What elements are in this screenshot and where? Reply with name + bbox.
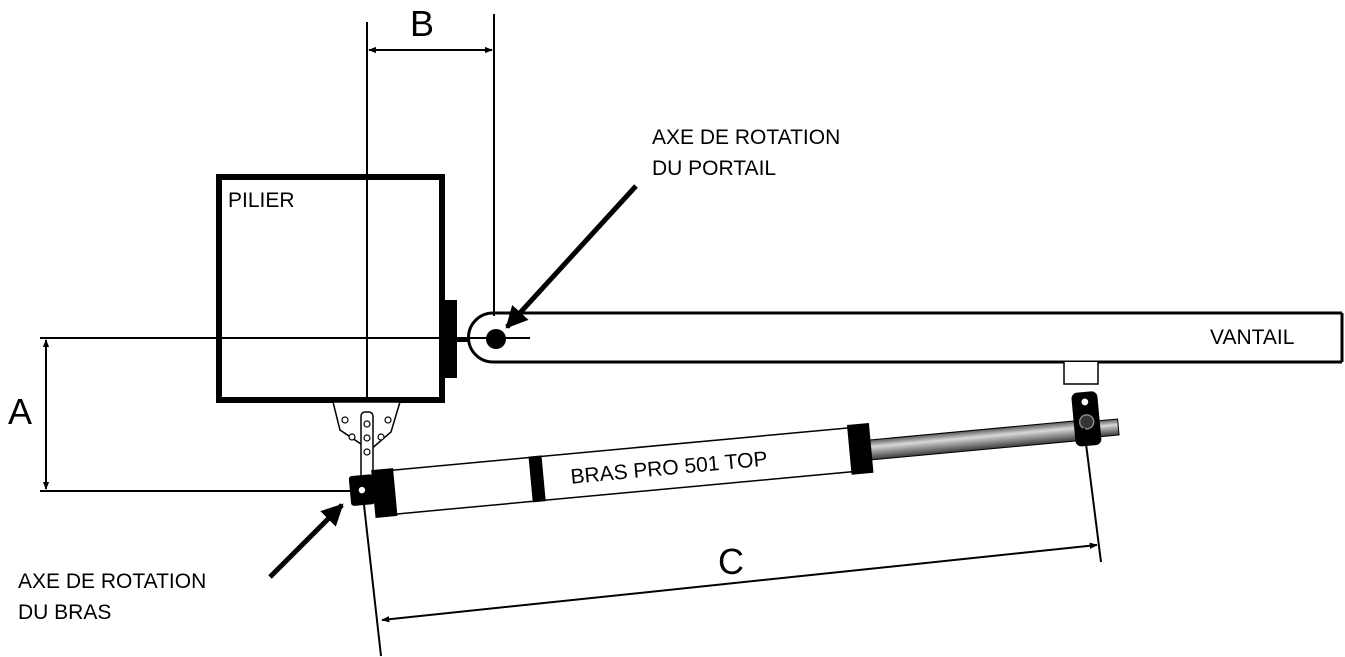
arm-end-cap	[371, 468, 398, 518]
arm-axis-label-line1: AXE DE ROTATION	[18, 570, 206, 593]
bracket-hole	[341, 416, 349, 424]
dimension-b-label: B	[410, 3, 434, 44]
bracket-hole	[384, 416, 392, 424]
arm-band	[846, 422, 874, 475]
pillar-box	[216, 174, 445, 403]
arm-band	[528, 455, 546, 503]
dimension-a-label: A	[8, 391, 32, 432]
arm-actuator: BRAS PRO 501 TOP	[348, 391, 1120, 518]
leaf-label: VANTAIL	[1210, 326, 1294, 349]
bracket-hole	[377, 433, 385, 441]
bracket-hole	[348, 433, 356, 441]
bracket-hole	[363, 434, 371, 442]
arm-axis-label-line2: DU BRAS	[18, 601, 111, 624]
bracket-hole	[363, 420, 371, 428]
bracket-hole	[363, 448, 371, 456]
dimension-c-ext-right	[1083, 427, 1102, 563]
leaf-bracket	[1063, 362, 1099, 385]
pillar-label: PILIER	[228, 189, 295, 212]
arm-rod-clamp	[1071, 391, 1102, 447]
arm-pivot-pin	[357, 485, 367, 495]
arm-rod	[848, 418, 1100, 463]
dimension-c-ext-left	[363, 504, 382, 657]
gate-axis-label-line2: DU PORTAIL	[652, 157, 776, 180]
arm-axis-pointer-arrow	[268, 503, 344, 579]
dimension-c-label: C	[718, 541, 744, 582]
gate-axis-pointer-arrow	[505, 184, 638, 329]
dimension-c-arrow	[381, 542, 1098, 623]
gate-axis-label-line1: AXE DE ROTATION	[652, 126, 840, 149]
